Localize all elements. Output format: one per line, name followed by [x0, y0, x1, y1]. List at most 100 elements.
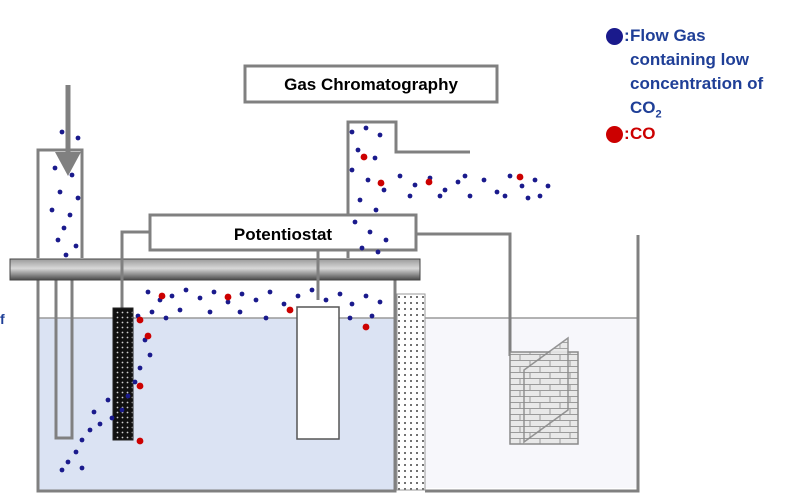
flow-gas-particle [87, 427, 93, 433]
flow-gas-particle [97, 421, 103, 427]
flow-gas-particle [109, 415, 115, 421]
flow-gas-particle [363, 293, 369, 299]
flow-gas-particle [397, 173, 403, 179]
flow-gas-particle [75, 195, 81, 201]
legend: : Flow Gas containing low concentration … [604, 24, 800, 146]
gas-outlet-tube [346, 120, 470, 258]
red-particle-icon [606, 126, 623, 143]
flow-gas-particle [442, 187, 448, 193]
particle-layer [49, 125, 551, 473]
co-particle [516, 173, 524, 181]
co-particle [360, 153, 368, 161]
flow-gas-particle [177, 307, 183, 313]
legend-flow-gas-text: Flow Gas containing low concentration of… [630, 24, 800, 120]
flow-gas-particle [502, 193, 508, 199]
flow-gas-particle [79, 437, 85, 443]
flow-gas-particle [407, 193, 413, 199]
down-arrow-icon [55, 152, 81, 176]
flow-gas-particle [462, 173, 468, 179]
flow-gas-particle [55, 237, 61, 243]
flow-gas-particle [537, 193, 543, 199]
flow-gas-particle [263, 315, 269, 321]
flow-gas-particle [119, 407, 125, 413]
flow-gas-particle [365, 177, 371, 183]
flow-gas-particle [207, 309, 213, 315]
cell-cap-rod [9, 258, 421, 281]
anode-cell-wall [425, 235, 640, 493]
flow-gas-particle [412, 182, 418, 188]
flow-gas-particle [197, 295, 203, 301]
flow-gas-particle [372, 155, 378, 161]
flow-gas-particle [381, 187, 387, 193]
flow-gas-particle [481, 177, 487, 183]
legend-flow-line1: Flow Gas [630, 26, 706, 45]
flow-gas-particle [323, 297, 329, 303]
flow-gas-particle [147, 352, 153, 358]
flow-gas-particle [211, 289, 217, 295]
gas-chromatography-box [243, 64, 499, 104]
working-electrode [112, 307, 134, 441]
co-particle [136, 437, 144, 445]
flow-gas-particle [79, 465, 85, 471]
co-particle [158, 292, 166, 300]
flow-gas-particle [59, 129, 65, 135]
flow-gas-particle [357, 197, 363, 203]
flow-gas-particle [545, 183, 551, 189]
flow-gas-particle [377, 132, 383, 138]
flow-gas-particle [383, 237, 389, 243]
flow-gas-particle [349, 301, 355, 307]
co-particle [362, 323, 370, 331]
legend-flow-formula: CO2 [630, 96, 800, 120]
flow-gas-particle [163, 315, 169, 321]
flow-gas-particle [467, 193, 473, 199]
flow-gas-particle [455, 179, 461, 185]
legend-flow-line3: concentration of [630, 74, 764, 93]
flow-gas-particle [49, 207, 55, 213]
wire-working-electrode [120, 230, 150, 308]
flow-gas-particle [239, 291, 245, 297]
gas-inlet-tube [36, 148, 84, 258]
flow-gas-particle [349, 167, 355, 173]
cathode-electrolyte [38, 318, 395, 490]
co-particle [286, 306, 294, 314]
legend-co: : CO [604, 122, 800, 146]
left-edge-text: f [0, 311, 5, 327]
flow-gas-particle [253, 297, 259, 303]
flow-gas-particle [75, 135, 81, 141]
membrane [396, 293, 426, 491]
flow-gas-particle [347, 315, 353, 321]
flow-gas-particle [359, 245, 365, 251]
flow-gas-particle [149, 309, 155, 315]
wire-counter-electrode [416, 232, 512, 356]
flow-gas-particle [494, 189, 500, 195]
co-particle [377, 179, 385, 187]
co2-formula: CO [630, 98, 656, 117]
flow-gas-particle [519, 183, 525, 189]
co-particle [136, 382, 144, 390]
flow-gas-particle [373, 207, 379, 213]
potentiostat-label: Potentiostat [234, 225, 333, 244]
co-particle [136, 316, 144, 324]
gas-chromatography-label: Gas Chromatography [284, 75, 458, 94]
flow-gas-particle [183, 287, 189, 293]
flow-gas-particle [145, 289, 151, 295]
legend-flow-line2: containing low [630, 50, 749, 69]
flow-gas-particle [363, 125, 369, 131]
flow-gas-particle [69, 172, 75, 178]
cathode-cell-wall [36, 280, 397, 493]
co2-subscript: 2 [655, 108, 662, 121]
flow-gas-particle [73, 449, 79, 455]
flow-gas-particle [267, 289, 273, 295]
flow-gas-particle [295, 293, 301, 299]
co-particle [425, 178, 433, 186]
flow-gas-particle [67, 212, 73, 218]
flow-gas-particle [105, 397, 111, 403]
flow-gas-particle [63, 252, 69, 258]
legend-separator: : [624, 26, 630, 45]
flow-gas-particle [52, 165, 58, 171]
flow-gas-particle [369, 313, 375, 319]
flow-gas-particle [349, 129, 355, 135]
flow-gas-particle [59, 467, 65, 473]
